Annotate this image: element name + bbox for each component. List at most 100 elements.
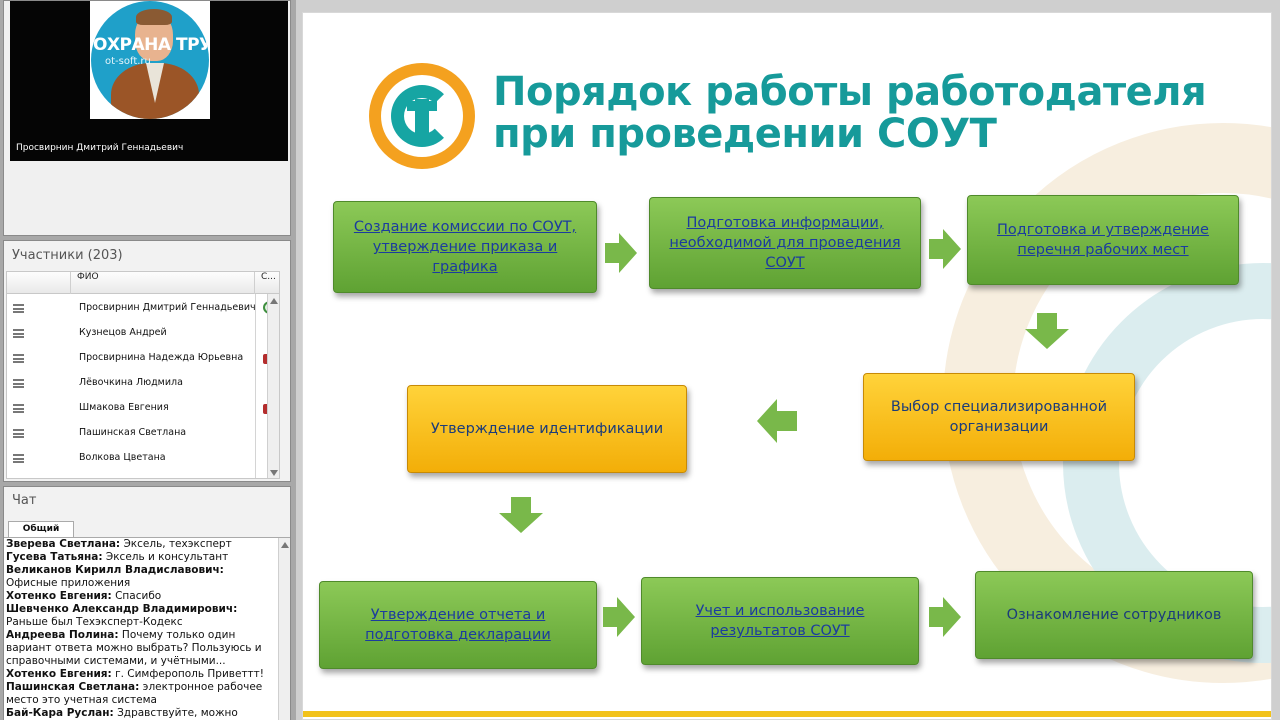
chat-tab-general[interactable]: Общий <box>8 521 74 537</box>
step-label[interactable]: Подготовка и утверждение перечня рабочих… <box>997 222 1209 258</box>
soot-logo-icon <box>369 63 475 169</box>
scroll-down-icon[interactable] <box>270 470 278 476</box>
chat-title: Чат <box>12 493 37 508</box>
chat-text: Офисные приложения <box>6 577 131 589</box>
arrow-left-icon <box>757 399 797 443</box>
participant-row[interactable]: Просвирнин Дмитрий Геннадьевич <box>7 296 279 321</box>
participants-title: Участники (203) <box>12 248 123 263</box>
speaker-name: Просвирнин Дмитрий Геннадьевич <box>16 143 184 153</box>
chat-message: Зверева Светлана: Эксель, техэксперт <box>6 538 276 551</box>
participant-row[interactable]: Кузнецов Андрей <box>7 321 279 346</box>
chat-author: Пашинская Светлана: <box>6 681 140 693</box>
step-label[interactable]: Утверждение отчета и подготовка декларац… <box>365 607 551 643</box>
chat-message: Андреева Полина: Почему только один вари… <box>6 629 276 668</box>
avatar-hair <box>136 9 172 25</box>
participant-row[interactable]: Волкова Цветана <box>7 446 279 471</box>
column-status[interactable]: С... <box>261 272 276 282</box>
participant-row[interactable]: Шмакова Евгения <box>7 396 279 421</box>
chat-message: Шевченко Александр Владимирович: Раньше … <box>6 603 276 629</box>
chat-author: Великанов Кирилл Владиславович: <box>6 564 224 576</box>
row-menu-icon[interactable] <box>13 354 24 363</box>
logo-stem <box>415 99 429 137</box>
chat-author: Шевченко Александр Владимирович: <box>6 603 238 615</box>
chat-scrollbar[interactable] <box>278 538 290 720</box>
step-label[interactable]: Создание комиссии по СОУТ, утверждение п… <box>353 219 577 275</box>
chat-messages: Зверева Светлана: Эксель, техэксперт Гус… <box>4 537 290 720</box>
avatar-background: ОХРАНА ТРУ ot-soft.ru <box>91 1 209 119</box>
chat-text: г. Симферополь Приветтт! <box>111 668 264 680</box>
chat-text: Эксель и консультант <box>102 551 229 563</box>
slide-title: Порядок работы работодателя при проведен… <box>493 71 1253 155</box>
avatar-site: ot-soft.ru <box>105 56 151 67</box>
logo-ring <box>391 85 453 147</box>
presentation-area: Порядок работы работодателя при проведен… <box>296 0 1280 720</box>
step-label: Ознакомление сотрудников <box>1006 607 1222 623</box>
arrow-right-icon <box>929 597 961 637</box>
chat-author: Хотенко Евгения: <box>6 590 112 602</box>
participant-name: Шмакова Евгения <box>79 402 169 413</box>
chat-author: Зверева Светлана: <box>6 538 121 550</box>
chat-message: Бай-Кара Руслан: Здравствуйте, можно <box>6 707 276 720</box>
participant-row[interactable]: Просвирнина Надежда Юрьевна <box>7 346 279 371</box>
step-choose-organization[interactable]: Выбор специализированной организации <box>863 373 1135 461</box>
column-divider <box>255 294 256 478</box>
chat-message-list: Зверева Светлана: Эксель, техэксперт Гус… <box>6 538 276 720</box>
chat-text: Почему только один вариант ответа можно … <box>6 629 262 667</box>
slide-title-line2: при проведении СОУТ <box>493 111 997 157</box>
step-label[interactable]: Учет и использование результатов СОУТ <box>695 603 865 639</box>
column-menu[interactable] <box>7 272 71 294</box>
participant-name: Кузнецов Андрей <box>79 327 167 338</box>
participant-name: Просвирнин Дмитрий Геннадьевич <box>79 302 256 313</box>
video-panel: ОХРАНА ТРУ ot-soft.ru Просвирнин Дмитрий… <box>3 0 291 236</box>
column-name[interactable]: ФИО <box>71 272 255 294</box>
slide-title-line1: Порядок работы работодателя <box>493 69 1207 115</box>
row-menu-icon[interactable] <box>13 429 24 438</box>
chat-panel: Чат Общий Зверева Светлана: Эксель, техэ… <box>3 486 291 720</box>
arrow-right-icon <box>605 233 637 273</box>
row-menu-icon[interactable] <box>13 404 24 413</box>
step-label[interactable]: Подготовка информации, необходимой для п… <box>669 215 901 271</box>
chat-author: Бай-Кара Руслан: <box>6 707 114 719</box>
step-approve-report[interactable]: Утверждение отчета и подготовка декларац… <box>319 581 597 669</box>
row-menu-icon[interactable] <box>13 304 24 313</box>
step-label: Утверждение идентификации <box>430 421 664 437</box>
participants-panel: Участники (203) ФИО С... Просвирнин Дмит… <box>3 240 291 482</box>
participants-table: ФИО С... Просвирнин Дмитрий Геннадьевич … <box>6 271 280 479</box>
speaker-avatar: ОХРАНА ТРУ ot-soft.ru <box>90 1 210 119</box>
chat-message: Пашинская Светлана: электронное рабочее … <box>6 681 276 707</box>
chat-text: Раньше был Техэксперт-Кодекс <box>6 616 183 628</box>
chat-author: Гусева Татьяна: <box>6 551 103 563</box>
speaker-video[interactable]: ОХРАНА ТРУ ot-soft.ru Просвирнин Дмитрий… <box>10 1 288 161</box>
chat-text: Здравствуйте, можно <box>113 707 238 719</box>
chat-text: Эксель, техэксперт <box>120 538 232 550</box>
step-inform-employees[interactable]: Ознакомление сотрудников <box>975 571 1253 659</box>
step-create-commission[interactable]: Создание комиссии по СОУТ, утверждение п… <box>333 201 597 293</box>
participant-row[interactable]: Пашинская Светлана <box>7 421 279 446</box>
participant-name: Пашинская Светлана <box>79 427 187 438</box>
slide-footer-line <box>303 711 1271 717</box>
chat-message: Хотенко Евгения: г. Симферополь Приветтт… <box>6 668 276 681</box>
step-approve-identification[interactable]: Утверждение идентификации <box>407 385 687 473</box>
arrow-down-icon <box>499 497 543 533</box>
participant-row[interactable]: Лёвочкина Людмила <box>7 371 279 396</box>
row-menu-icon[interactable] <box>13 454 24 463</box>
participant-name: Лёвочкина Людмила <box>79 377 183 388</box>
chat-message: Гусева Татьяна: Эксель и консультант <box>6 551 276 564</box>
row-menu-icon[interactable] <box>13 379 24 388</box>
scroll-up-icon[interactable] <box>270 298 278 304</box>
chat-author: Андреева Полина: <box>6 629 119 641</box>
participant-name: Просвирнина Надежда Юрьевна <box>79 352 244 363</box>
row-menu-icon[interactable] <box>13 329 24 338</box>
participants-header: ФИО С... <box>7 272 279 294</box>
step-label: Выбор специализированной организации <box>890 399 1108 435</box>
participants-scrollbar[interactable] <box>267 294 279 478</box>
step-prepare-information[interactable]: Подготовка информации, необходимой для п… <box>649 197 921 289</box>
step-use-results[interactable]: Учет и использование результатов СОУТ <box>641 577 919 665</box>
step-approve-workplaces[interactable]: Подготовка и утверждение перечня рабочих… <box>967 195 1239 285</box>
avatar-brand: ОХРАНА ТРУ <box>93 35 209 55</box>
scroll-up-icon[interactable] <box>281 542 289 548</box>
sidebar: ОХРАНА ТРУ ot-soft.ru Просвирнин Дмитрий… <box>0 0 296 720</box>
chat-text: Спасибо <box>111 590 162 602</box>
arrow-down-icon <box>1025 313 1069 349</box>
